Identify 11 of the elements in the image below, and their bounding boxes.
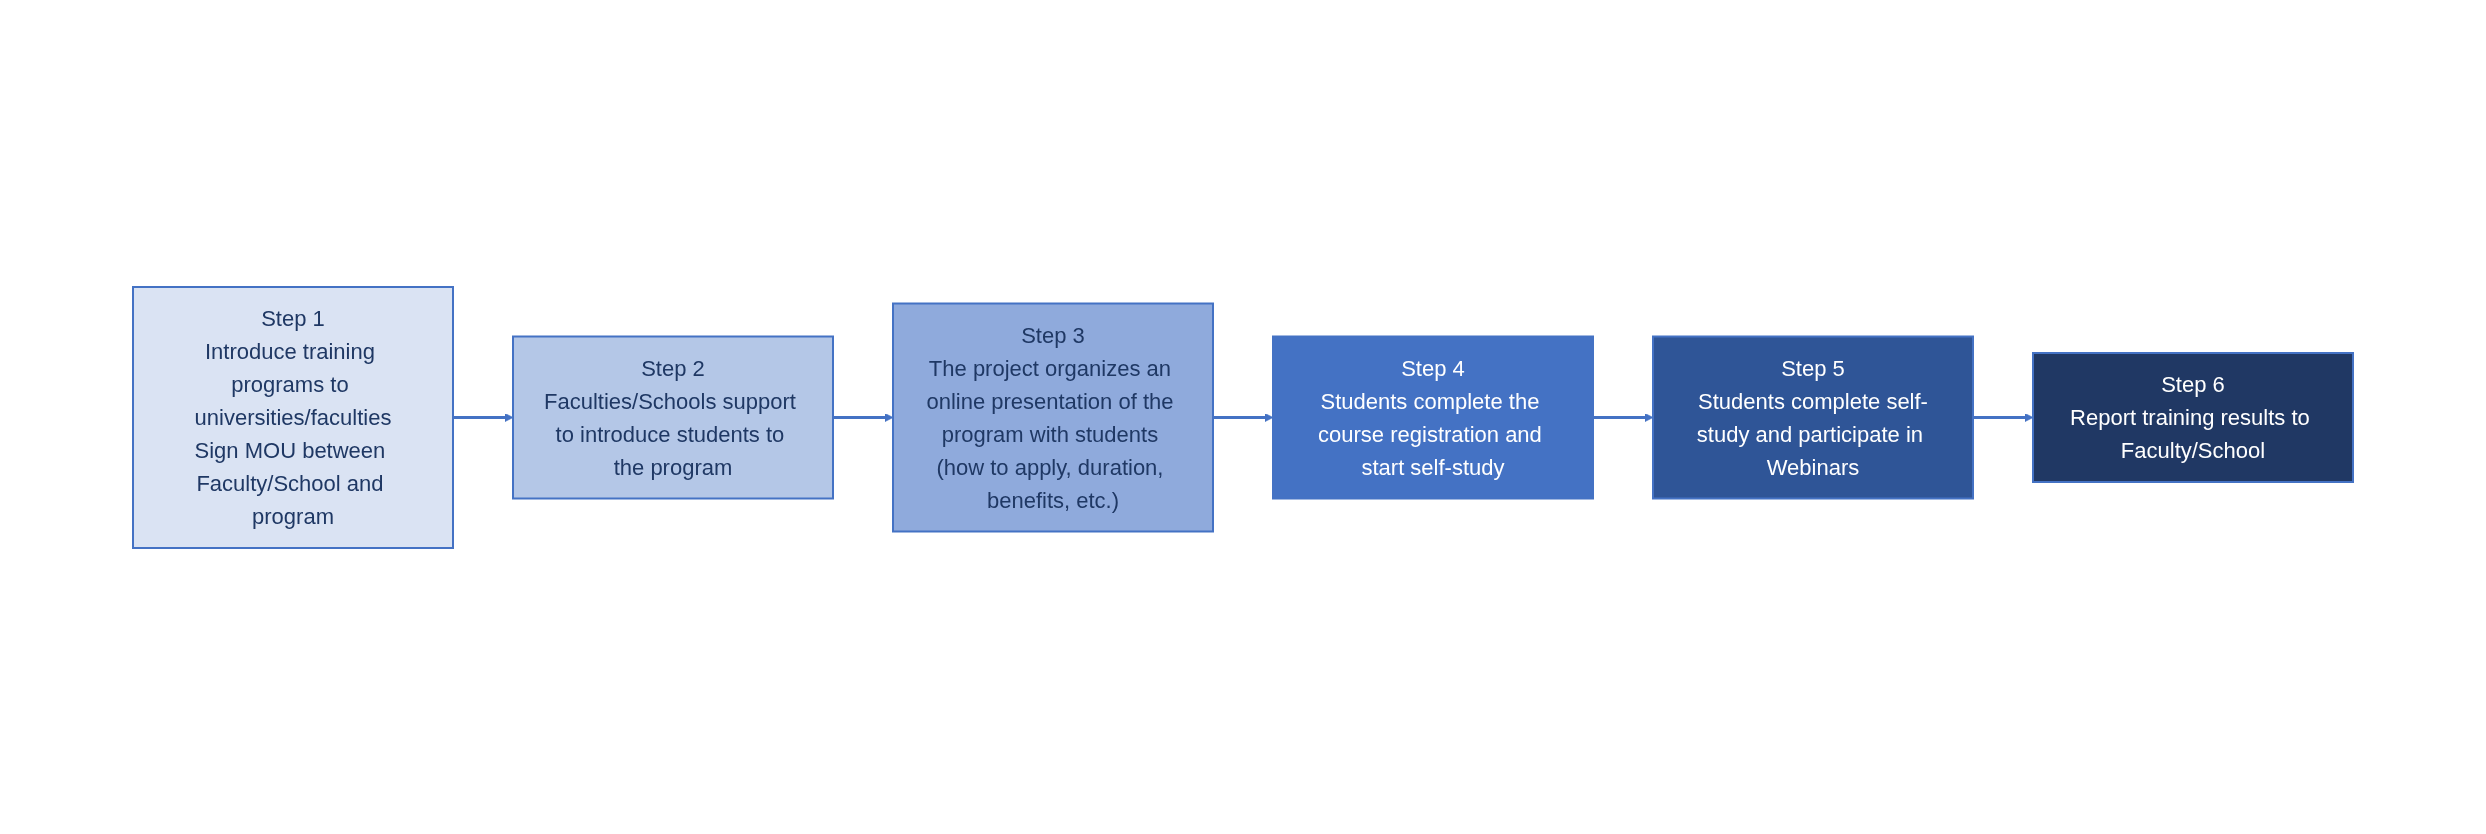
arrow [1593, 412, 1654, 422]
arrow [453, 412, 514, 422]
arrow [1213, 412, 1274, 422]
node-box: Step 5 Students complete self-study and participate in Webinars [1652, 335, 1974, 499]
node-box: Step 3 The project organizes an online presentation of the program with students (how to apply, duration, benefits, etc.) [892, 302, 1214, 532]
arrow [1973, 412, 2034, 422]
arrow [833, 412, 894, 422]
node-box: Step 2 Faculties/Schools support to introduce students to the program [512, 335, 834, 499]
node-box: Step 1 Introduce training programs to universities/faculties Sign MOU between Faculty/School and program [132, 285, 454, 549]
node-box: Step 4 Students complete the course registration and start self-study [1272, 335, 1594, 499]
node-box: Step 6 Report training results to Faculty/School [2032, 351, 2354, 483]
